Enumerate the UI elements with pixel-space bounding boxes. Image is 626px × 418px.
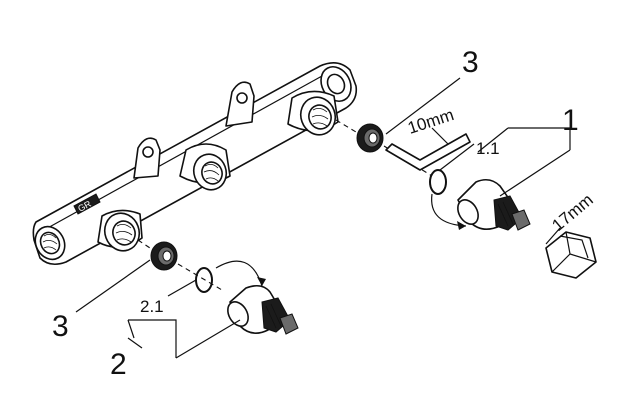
upper-ring-axis [335, 119, 357, 133]
leader-3-upper [385, 77, 461, 135]
allen-key-10mm [385, 133, 471, 171]
lower-valve-cartridge [227, 284, 299, 335]
upper-valve-cartridge [457, 178, 531, 231]
callout-1-1: 1.1 [476, 139, 500, 158]
label-socket-size: 17mm [548, 190, 596, 235]
callout-3-upper: 3 [462, 46, 479, 79]
upper-o-ring [429, 169, 447, 195]
upper-seat-ring [356, 123, 384, 153]
callout-1: 1 [562, 104, 579, 137]
callout-3-lower: 3 [52, 310, 69, 343]
mounting-lug-right [225, 81, 255, 127]
leader-3-lower [75, 259, 151, 313]
right-valve-port [287, 90, 339, 136]
socket-17mm [545, 231, 597, 279]
callout-2-1: 2.1 [140, 297, 164, 316]
left-valve-port [97, 209, 143, 252]
leader-2-1 [167, 279, 197, 297]
bracket-2 [127, 319, 241, 359]
leader-1-1 [439, 143, 475, 171]
leader-10mm [431, 127, 449, 145]
mounting-lug-left [133, 137, 161, 179]
label-allen-key-size: 10mm [405, 105, 456, 138]
callout-2: 2 [110, 348, 127, 381]
lower-seat-ring [150, 241, 178, 271]
lower-rotation-arrowhead [257, 277, 266, 286]
lower-ring-axis [137, 239, 151, 249]
leader-17mm [545, 227, 561, 245]
lower-rotation-arrow [215, 260, 263, 287]
upper-rotation-arrowhead [457, 221, 466, 230]
bracket-1 [477, 127, 571, 197]
middle-outlet-port [179, 143, 231, 191]
